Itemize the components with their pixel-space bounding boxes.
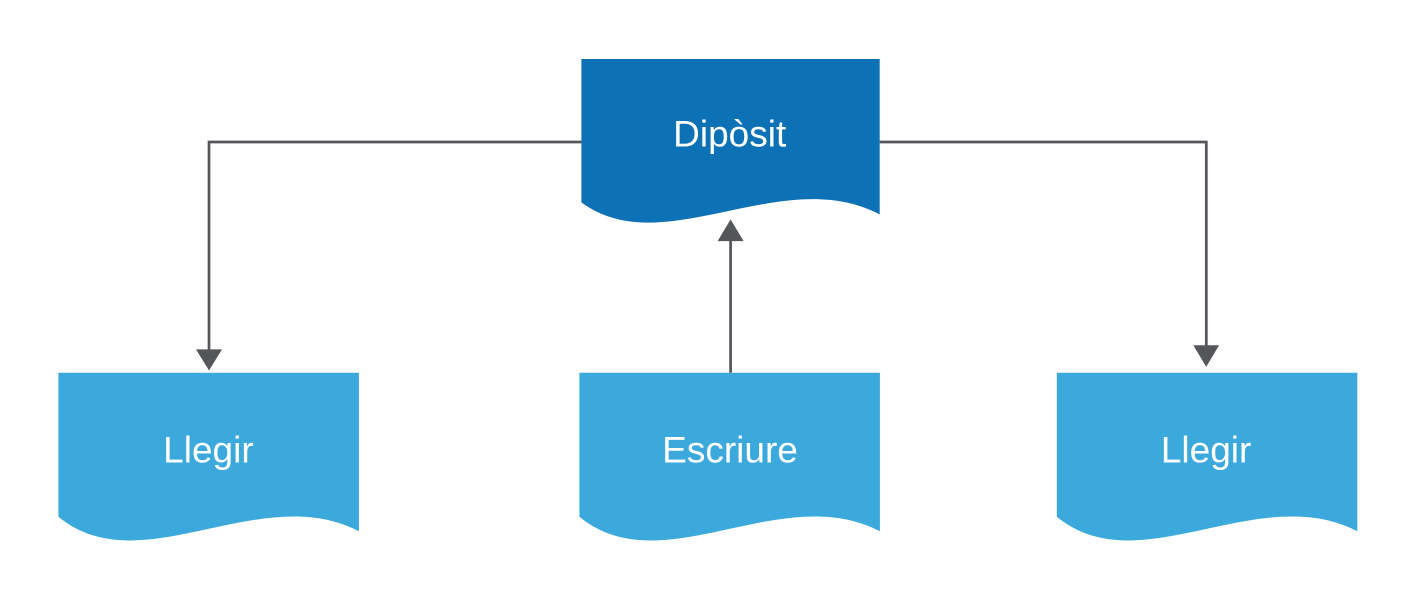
svg-text:Llegir: Llegir <box>1161 430 1252 471</box>
svg-text:Dipòsit: Dipòsit <box>673 113 787 154</box>
svg-text:Escriure: Escriure <box>662 430 798 471</box>
svg-text:Llegir: Llegir <box>163 430 254 471</box>
